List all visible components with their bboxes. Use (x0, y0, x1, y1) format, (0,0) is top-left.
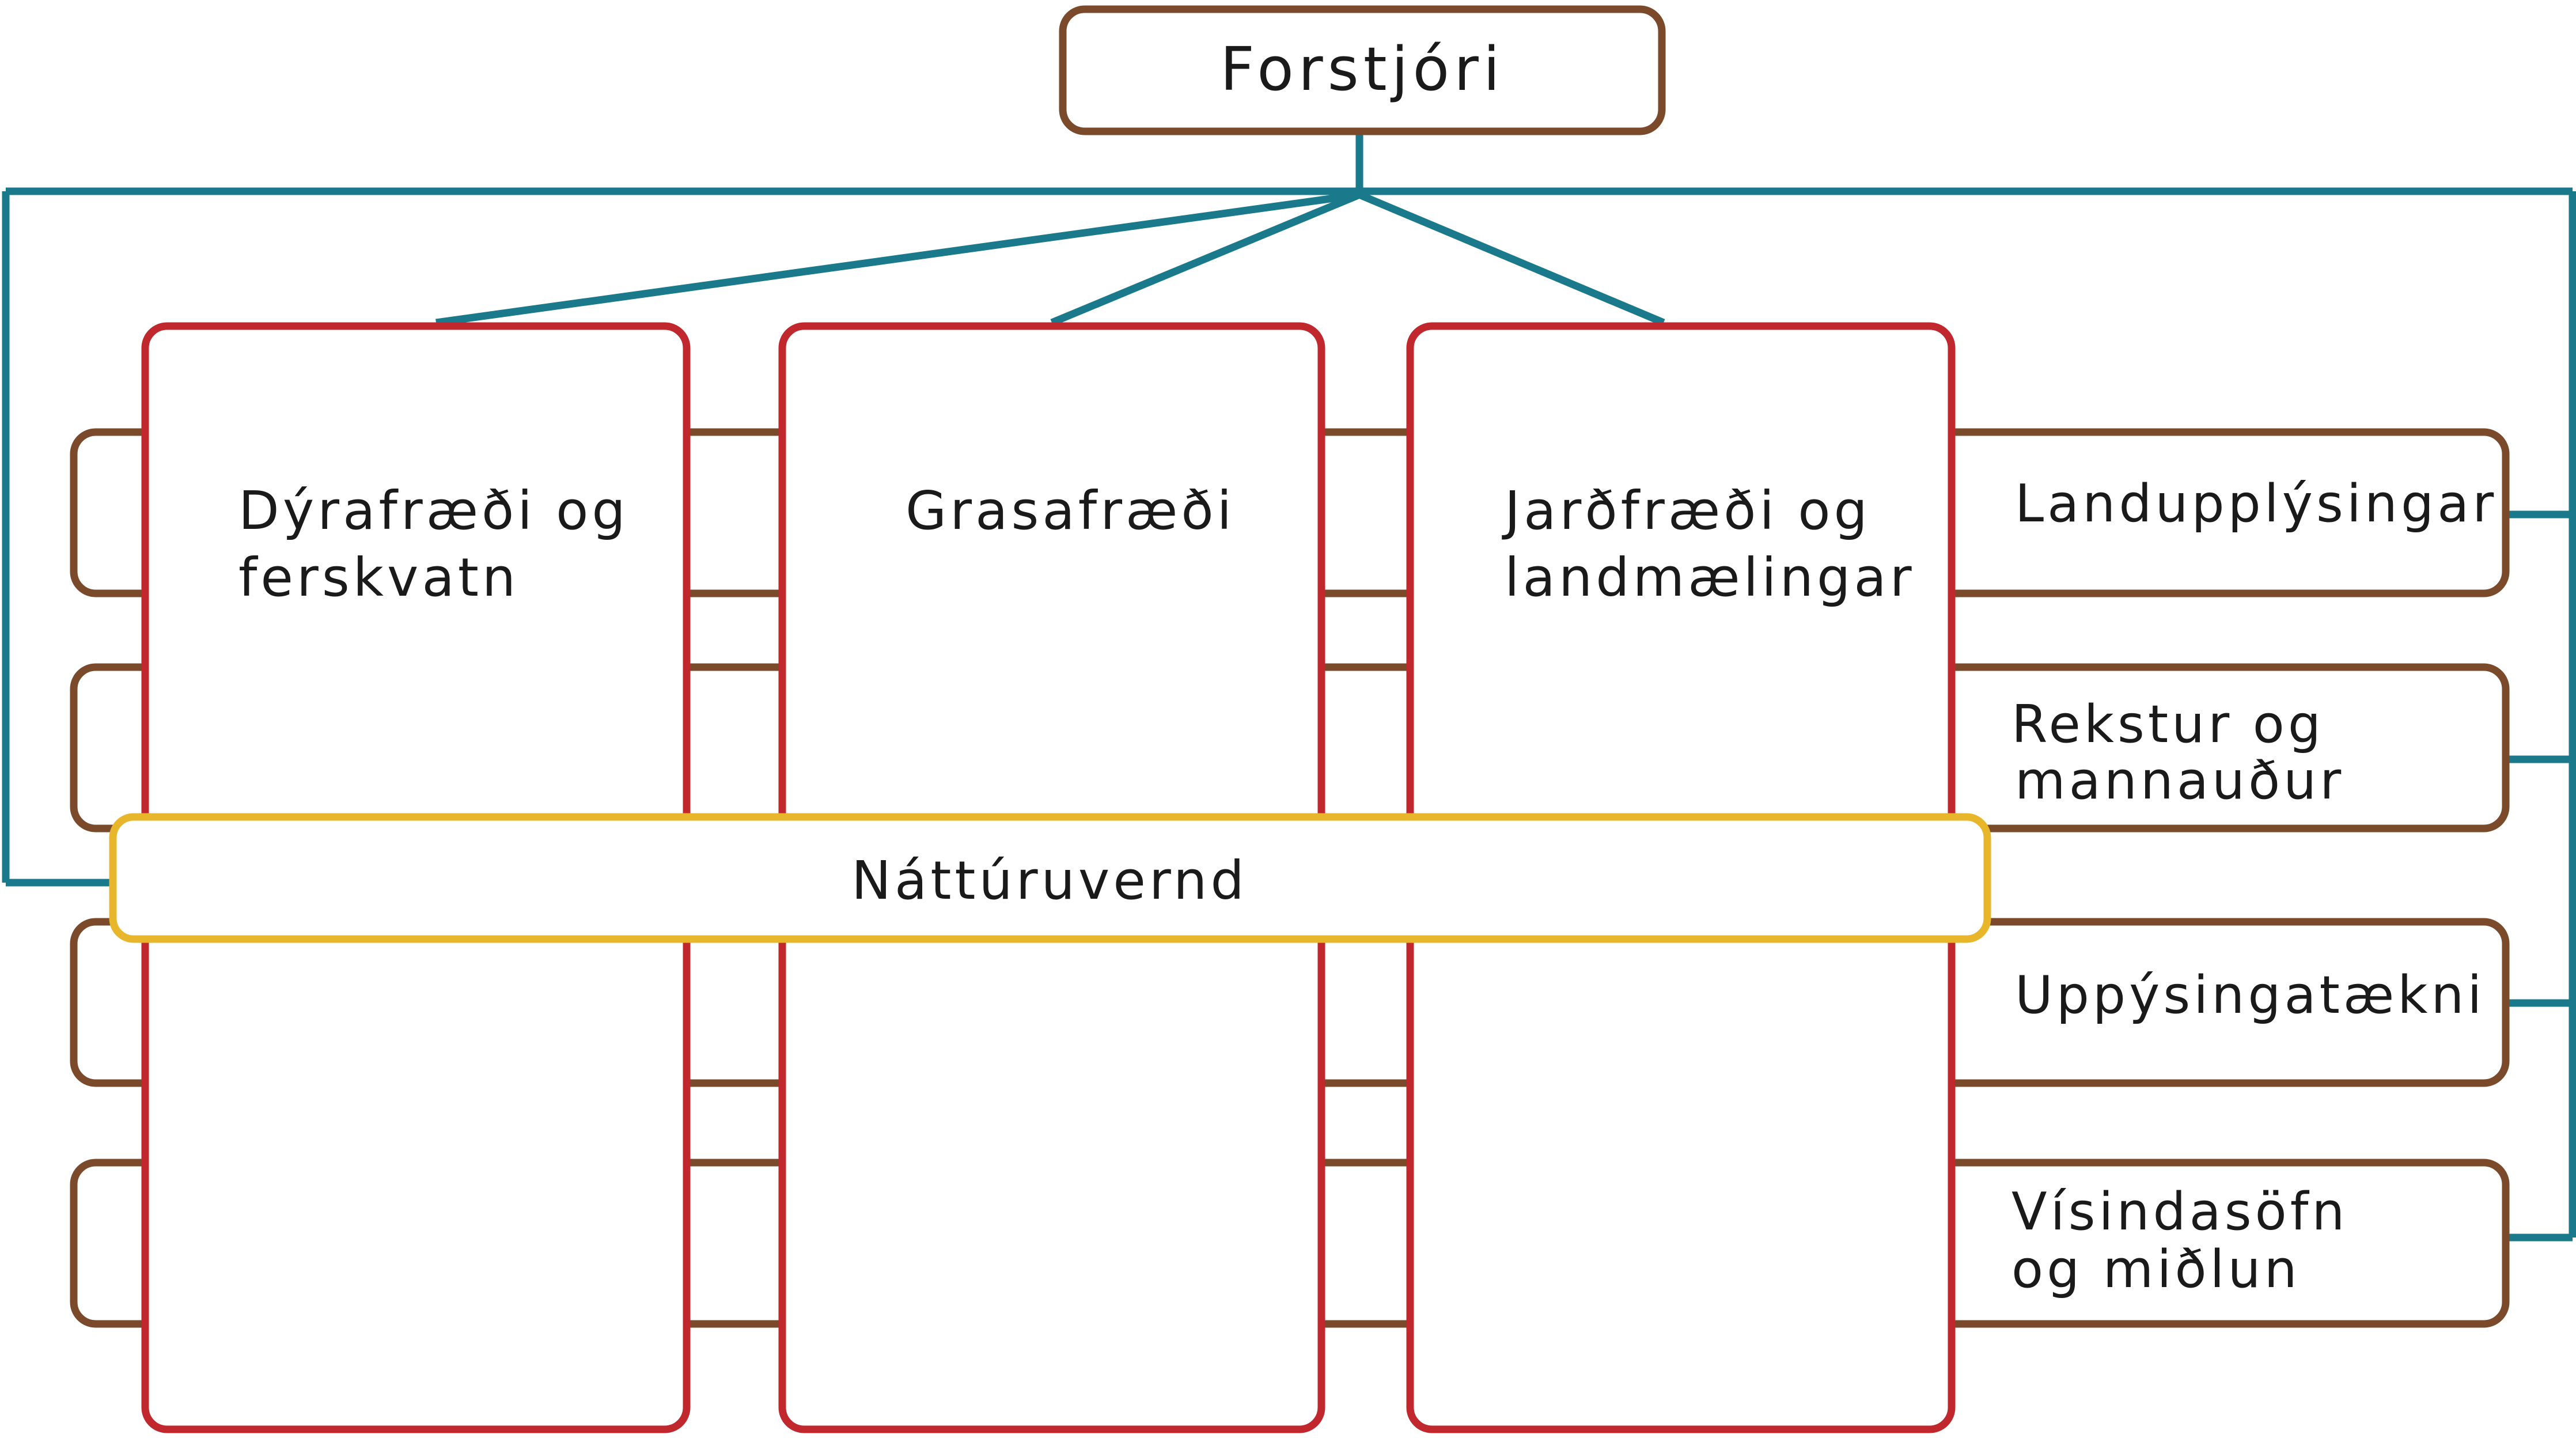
support-unit-4-label-line1: Vísindasöfn (2011, 1182, 2348, 1242)
division-link-line-1 (435, 191, 1360, 327)
support-unit-2-label-line2: mannauður (2015, 751, 2344, 811)
crosscut-label: Náttúruvernd (851, 850, 1248, 911)
division-3-label-line2: landmælingar (1505, 547, 1915, 608)
division-1-label-line1: Dýrafræði og (238, 480, 629, 542)
division-3-label-line1: Jarðfræði og (1502, 480, 1871, 542)
connector-lines (2, 134, 2576, 1242)
support-unit-2-label-line1: Rekstur og (2011, 694, 2324, 755)
support-unit-3-label-line1: Uppýsingatækni (2015, 965, 2485, 1025)
division-link-line-2 (1050, 191, 1361, 327)
director-label: Forstjóri (1220, 34, 1505, 104)
division-2-label-line1: Grasafræði (906, 480, 1235, 542)
division-1-label-line2: ferskvatn (238, 547, 519, 608)
crosscut-box (109, 813, 1991, 943)
support-unit-4-label-line2: og miðlun (2011, 1239, 2301, 1300)
support-unit-1-label-line1: Landupplýsingar (2015, 474, 2497, 534)
division-link-line-3 (1358, 191, 1665, 326)
director-box (1059, 5, 1666, 135)
